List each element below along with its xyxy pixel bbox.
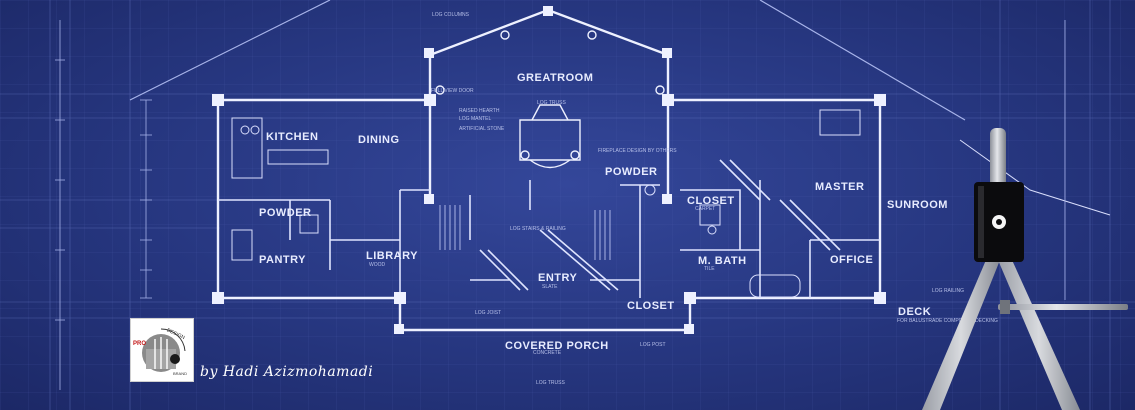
- room-label-pantry: PANTRY: [259, 254, 306, 266]
- room-label-kitchen: KITCHEN: [266, 131, 319, 143]
- note-log-mantel: LOG MANTEL: [459, 116, 492, 122]
- note-log-truss: LOG TRUSS: [537, 100, 566, 106]
- room-label-deck: DECK: [898, 306, 932, 318]
- room-label-powder-left: POWDER: [259, 207, 312, 219]
- author-byline: by Hadi Azizmohamadi: [200, 364, 374, 380]
- room-label-closet-upper: CLOSET: [687, 195, 735, 207]
- note-artificial-stone: ARTIFICIAL STONE: [459, 126, 505, 132]
- logo-text-top: PRO: [133, 341, 146, 347]
- note-raised-hearth: RAISED HEARTH: [459, 108, 500, 114]
- note-log-truss-bottom: LOG TRUSS: [536, 380, 565, 386]
- note-log-post: LOG POST: [640, 342, 666, 348]
- room-label-entry: ENTRY: [538, 272, 578, 284]
- note-full-view-door: FULL VIEW DOOR: [431, 88, 474, 94]
- note-deck: FOR BALUSTRADE COMPOSITE DECKING: [897, 318, 998, 324]
- note-tile: TILE: [704, 266, 715, 272]
- room-label-m-bath: M. BATH: [698, 255, 747, 267]
- room-label-office: OFFICE: [830, 254, 874, 266]
- note-wood: WOOD: [369, 262, 386, 268]
- note-slate: SLATE: [542, 284, 558, 290]
- room-label-sunroom: SUNROOM: [887, 199, 948, 211]
- room-label-covered-porch: COVERED PORCH: [505, 340, 609, 352]
- room-label-library: LIBRARY: [366, 250, 418, 262]
- drafting-compass-icon: [922, 128, 1128, 410]
- room-label-powder-center: POWDER: [605, 166, 658, 178]
- note-concrete: CONCRETE: [533, 350, 562, 356]
- note-log-stairs: LOG STAIRS & RAILING: [510, 226, 566, 232]
- brand-logo: PRO DESIGN BRAND: [130, 318, 194, 382]
- note-log-joist: LOG JOIST: [475, 310, 502, 316]
- room-label-greatroom: GREATROOM: [517, 72, 594, 84]
- room-label-master: MASTER: [815, 181, 865, 193]
- note-log-columns: LOG COLUMNS: [432, 12, 469, 18]
- room-label-closet-lower: CLOSET: [627, 300, 675, 312]
- room-label-dining: DINING: [358, 134, 400, 146]
- note-carpet: CARPET: [695, 206, 716, 212]
- note-log-railing: LOG RAILING: [932, 288, 964, 294]
- logo-text-small: BRAND: [173, 371, 187, 376]
- note-fireplace-design: FIREPLACE DESIGN BY OTHERS: [598, 148, 677, 154]
